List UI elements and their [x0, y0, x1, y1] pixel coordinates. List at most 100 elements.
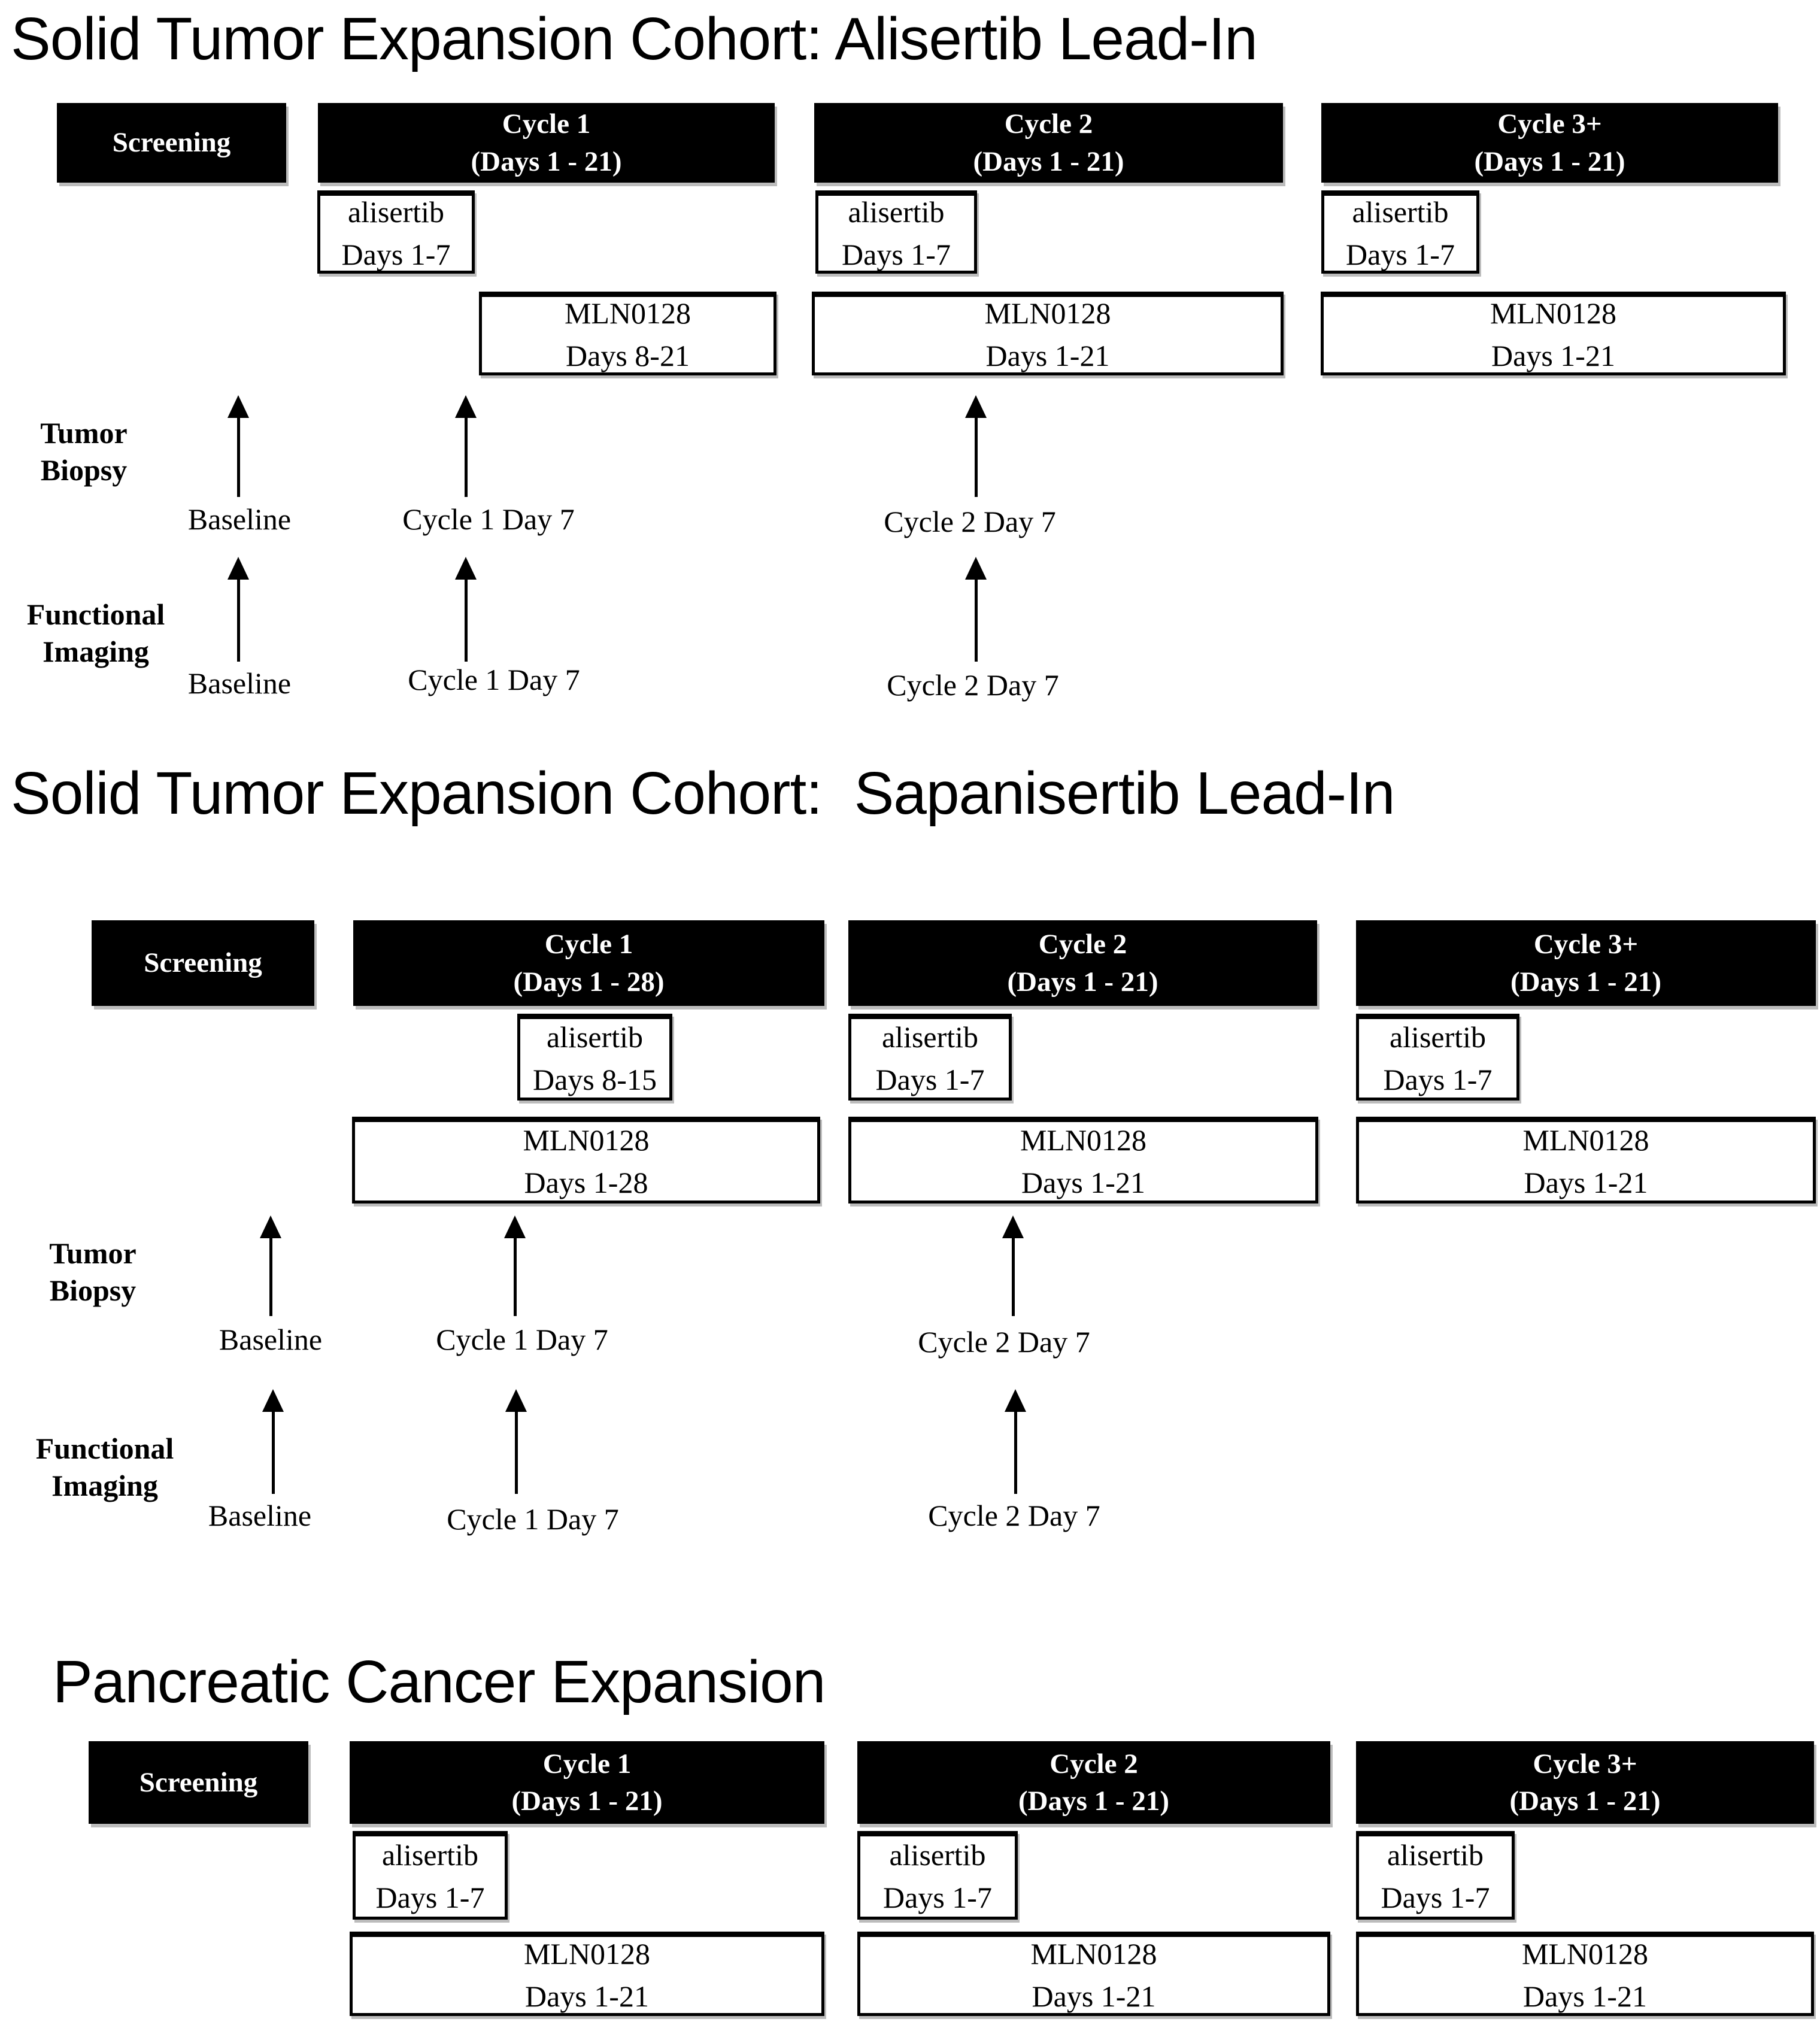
section-1-cycle-1-alisertib-box: alisertib Days 1-7 — [317, 190, 475, 274]
drug-days: Days 1-7 — [341, 237, 451, 271]
drug-name: MLN0128 — [564, 296, 691, 330]
section-2-cycle-2-alisertib-box: alisertib Days 1-7 — [848, 1014, 1012, 1101]
up-arrow-icon — [262, 1389, 284, 1494]
section-1-cycle-2-alisertib-box: alisertib Days 1-7 — [815, 190, 977, 274]
cycle-name: Cycle 3+ — [1533, 929, 1639, 960]
arrow-head — [965, 395, 987, 418]
drug-days: Days 1-7 — [1381, 1881, 1490, 1914]
screening-label: Screening — [144, 947, 262, 979]
drug-name: alisertib — [889, 1838, 986, 1872]
section-1-cycle-3-mln0128-box: MLN0128 Days 1-21 — [1321, 292, 1786, 375]
functional-imaging-line1: Functional — [35, 1432, 174, 1465]
section-2-title: Solid Tumor Expansion Cohort: Sapanisert… — [11, 760, 1395, 827]
screening-label: Screening — [139, 1766, 258, 1798]
cycle-days: (Days 1 - 21) — [1510, 966, 1661, 998]
cycle-days: (Days 1 - 21) — [1007, 966, 1158, 998]
timepoint-label: Cycle 2 Day 7 — [928, 1499, 1100, 1532]
cycle-name: Cycle 2 — [1038, 929, 1127, 960]
timepoint-label: Cycle 1 Day 7 — [436, 1323, 608, 1356]
drug-name: alisertib — [381, 1838, 479, 1872]
section-3-screening-box: Screening — [89, 1741, 308, 1824]
arrow-head — [505, 1389, 527, 1412]
arrow-head — [455, 557, 477, 580]
arrow-shaft — [269, 1238, 272, 1316]
cycle-days: (Days 1 - 21) — [471, 145, 622, 177]
drug-days: Days 1-7 — [883, 1881, 992, 1914]
screening-label: Screening — [112, 127, 231, 159]
cycle-name: Cycle 1 — [502, 108, 591, 140]
cycle-days: (Days 1 - 21) — [1018, 1785, 1169, 1817]
section-1-screening-box: Screening — [57, 103, 286, 183]
arrow-head — [1005, 1389, 1026, 1412]
timepoint-label: Baseline — [219, 1323, 323, 1356]
up-arrow-icon — [965, 557, 987, 662]
up-arrow-icon — [455, 557, 477, 662]
drug-days: Days 1-21 — [1021, 1165, 1145, 1199]
section-2-functional-imaging-label: Functional Imaging — [18, 1430, 192, 1504]
arrow-shaft — [1011, 1238, 1015, 1316]
arrow-head — [455, 395, 477, 418]
arrow-shaft — [236, 418, 240, 497]
drug-days: Days 1-28 — [524, 1165, 648, 1199]
drug-days: Days 1-7 — [842, 237, 951, 271]
arrow-shaft — [464, 580, 468, 662]
cycle-days: (Days 1 - 28) — [513, 966, 665, 998]
arrow-head — [1002, 1215, 1024, 1238]
drug-name: alisertib — [881, 1020, 979, 1054]
drug-name: MLN0128 — [1521, 1936, 1649, 1971]
section-3-cycle-3-header: Cycle 3+ (Days 1 - 21) — [1356, 1741, 1814, 1824]
drug-name: alisertib — [347, 195, 445, 229]
cycle-days: (Days 1 - 21) — [1509, 1785, 1661, 1817]
arrow-head — [260, 1215, 281, 1238]
tumor-biopsy-line2: Biopsy — [40, 453, 128, 487]
drug-days: Days 1-21 — [1491, 339, 1615, 372]
drug-name: alisertib — [848, 195, 945, 229]
drug-name: MLN0128 — [523, 1936, 651, 1971]
drug-name: alisertib — [546, 1020, 644, 1054]
section-2-cycle-3-alisertib-box: alisertib Days 1-7 — [1356, 1014, 1519, 1101]
cycle-name: Cycle 1 — [544, 929, 633, 960]
functional-imaging-line1: Functional — [26, 598, 165, 631]
section-3-cycle-1-header: Cycle 1 (Days 1 - 21) — [350, 1741, 824, 1824]
drug-name: MLN0128 — [1490, 296, 1617, 330]
up-arrow-icon — [228, 557, 249, 662]
section-2-cycle-1-alisertib-box: alisertib Days 8-15 — [517, 1014, 672, 1101]
arrow-shaft — [974, 418, 978, 497]
arrow-shaft — [974, 580, 978, 662]
functional-imaging-line2: Imaging — [43, 635, 149, 668]
cycle-name: Cycle 2 — [1049, 1748, 1138, 1780]
arrow-shaft — [514, 1412, 518, 1494]
up-arrow-icon — [1005, 1389, 1026, 1494]
drug-name: MLN0128 — [1522, 1123, 1649, 1157]
section-2-cycle-1-header: Cycle 1 (Days 1 - 28) — [353, 920, 824, 1006]
up-arrow-icon — [228, 395, 249, 497]
section-2-cycle-2-mln0128-box: MLN0128 Days 1-21 — [848, 1117, 1318, 1204]
section-1-cycle-2-mln0128-box: MLN0128 Days 1-21 — [812, 292, 1284, 375]
section-2-tumor-biopsy-label: Tumor Biopsy — [24, 1235, 162, 1309]
arrow-head — [965, 557, 987, 580]
up-arrow-icon — [260, 1215, 281, 1316]
timepoint-label: Cycle 2 Day 7 — [918, 1325, 1090, 1359]
drug-days: Days 1-21 — [1523, 1979, 1647, 2013]
drug-days: Days 1-21 — [1032, 1979, 1156, 2013]
drug-days: Days 1-21 — [525, 1979, 649, 2013]
section-1-title: Solid Tumor Expansion Cohort: Alisertib … — [11, 5, 1258, 72]
timepoint-label: Cycle 2 Day 7 — [884, 505, 1056, 538]
up-arrow-icon — [505, 1389, 527, 1494]
cycle-name: Cycle 3+ — [1497, 108, 1602, 140]
up-arrow-icon — [504, 1215, 526, 1316]
arrow-shaft — [513, 1238, 517, 1316]
tumor-biopsy-line1: Tumor — [40, 416, 128, 450]
drug-name: alisertib — [1352, 195, 1449, 229]
up-arrow-icon — [965, 395, 987, 497]
timepoint-label: Cycle 1 Day 7 — [408, 663, 580, 696]
section-3-cycle-2-mln0128-box: MLN0128 Days 1-21 — [857, 1932, 1330, 2016]
section-3-cycle-1-mln0128-box: MLN0128 Days 1-21 — [350, 1932, 824, 2016]
cycle-days: (Days 1 - 21) — [973, 145, 1124, 177]
cycle-days: (Days 1 - 21) — [1474, 145, 1625, 177]
section-1-cycle-3-alisertib-box: alisertib Days 1-7 — [1321, 190, 1479, 274]
cycle-name: Cycle 1 — [542, 1748, 632, 1780]
section-3-cycle-3-mln0128-box: MLN0128 Days 1-21 — [1356, 1932, 1814, 2016]
arrow-shaft — [464, 418, 468, 497]
